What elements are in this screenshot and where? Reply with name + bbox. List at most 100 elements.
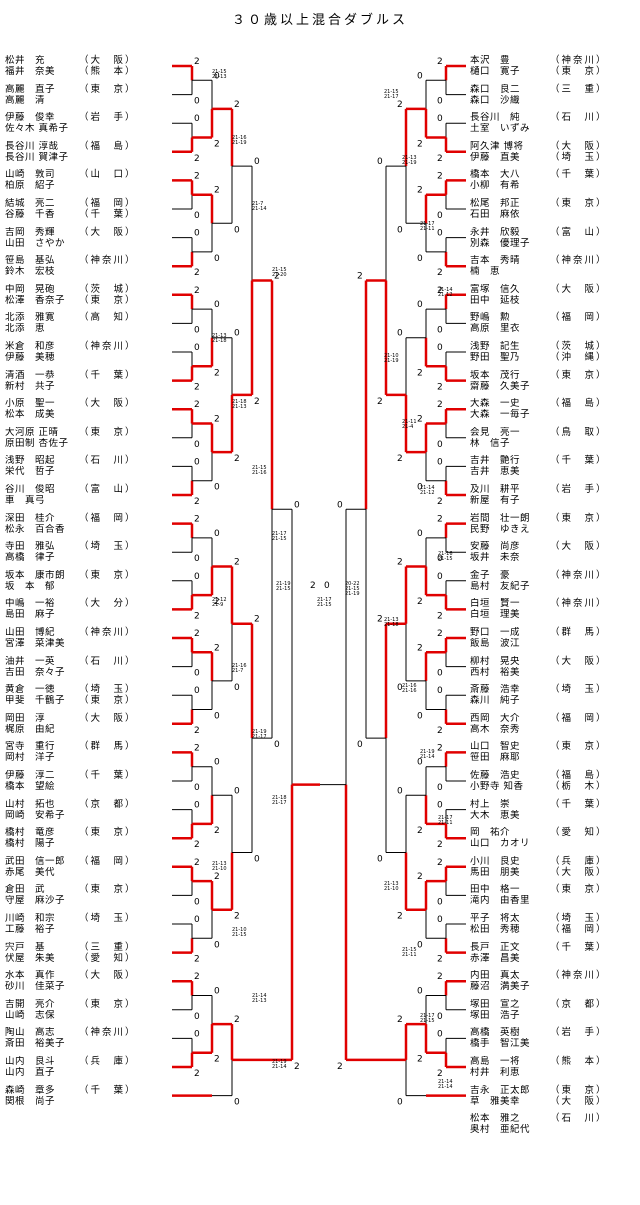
set-count: 2 <box>437 955 443 965</box>
player-name: 水本 真作 <box>5 970 56 982</box>
player-name: 坂 本 郁 <box>5 580 56 592</box>
player-name: 岡 祐介 <box>470 827 511 839</box>
game-score: 21-17 21-11 <box>438 815 453 826</box>
game-score: 21-10 21-15 <box>232 927 247 938</box>
left-entry: 宮寺 重行（群 馬）岡村 洋子 <box>5 741 149 763</box>
set-count: 0 <box>324 581 330 591</box>
player-name: 石田 麻依 <box>470 209 521 220</box>
game-score: 21-19 21-14 <box>420 749 435 760</box>
set-count: 2 <box>417 368 423 378</box>
set-count: 2 <box>194 743 200 753</box>
prefecture: （岩 手） <box>550 1027 608 1039</box>
set-count: 2 <box>337 1062 343 1072</box>
prefecture: （大 阪） <box>550 1095 608 1107</box>
player-name: 吉田 奈々子 <box>5 666 66 678</box>
prefecture: （熊 本） <box>79 66 137 77</box>
game-score: 21-15 21-16 <box>252 465 267 476</box>
set-count: 2 <box>437 972 443 982</box>
prefecture: （東 京） <box>550 884 608 896</box>
prefecture: （大 阪） <box>79 55 137 66</box>
player-name: 村上 崇 <box>470 798 511 810</box>
prefecture <box>79 266 149 277</box>
left-entry: 高麗 直子（東 京）高麗 清 <box>5 84 149 106</box>
prefecture: （埼 玉） <box>79 541 137 553</box>
player-name: 林 信子 <box>470 437 511 449</box>
set-count: 2 <box>214 826 220 836</box>
player-name: 楠 恵 <box>470 266 501 278</box>
set-count: 0 <box>397 329 403 339</box>
set-count: 2 <box>194 497 200 507</box>
prefecture <box>550 209 620 220</box>
set-count: 2 <box>194 629 200 639</box>
prefecture <box>79 867 149 878</box>
player-name: 西岡 大介 <box>470 712 521 724</box>
prefecture: （富 山） <box>79 484 137 495</box>
set-count: 2 <box>437 629 443 639</box>
player-name: 山村 拓也 <box>5 798 56 810</box>
prefecture <box>79 810 149 821</box>
player-name: 坂本 康市朗 <box>5 569 66 581</box>
game-score: 21-16 21-16 <box>402 683 417 694</box>
set-count: 2 <box>310 581 316 591</box>
prefecture <box>550 266 620 277</box>
player-name: 土室 いずみ <box>470 123 531 135</box>
set-count: 2 <box>417 1055 423 1065</box>
right-entry: 及川 耕平（岩 手）新屋 有子 <box>470 484 620 506</box>
set-count: 2 <box>397 100 403 110</box>
player-name: 赤尾 美代 <box>5 866 56 878</box>
prefecture <box>550 695 620 706</box>
player-name: 富塚 信久 <box>470 283 521 295</box>
set-count: 2 <box>234 1015 240 1025</box>
game-score: 21-15 21-13 <box>212 69 227 80</box>
right-entry: 松本 雅之（石 川）奥村 亜紀代 <box>470 1113 620 1135</box>
set-count: 2 <box>194 972 200 982</box>
right-entry: 田中 格一（東 京）滝内 由香里 <box>470 884 620 906</box>
player-name: 清酒 一恭 <box>5 369 56 381</box>
prefecture <box>550 466 620 477</box>
set-count: 0 <box>214 712 220 722</box>
set-count: 2 <box>234 454 240 464</box>
prefecture <box>79 552 149 563</box>
prefecture <box>550 323 620 334</box>
set-count: 0 <box>417 940 423 950</box>
player-name: 吉永 正太郎 <box>470 1084 531 1096</box>
player-name: 吉井 恵美 <box>470 466 521 478</box>
player-name: 吉井 艶行 <box>470 455 521 467</box>
prefecture: （富 山） <box>550 226 608 238</box>
player-name: 北添 雅寛 <box>5 312 56 324</box>
left-entry: 寺田 雅弘（埼 玉）高橋 律子 <box>5 541 149 563</box>
set-count: 2 <box>437 611 443 621</box>
player-name: 岡村 洋子 <box>5 752 56 764</box>
set-count: 2 <box>234 558 240 568</box>
prefecture: （三 重） <box>79 941 137 953</box>
player-name: 黄倉 一徳 <box>5 684 56 696</box>
left-entry: 浅野 昭起（石 川）栄代 哲子 <box>5 455 149 477</box>
game-score: 21-7 21-14 <box>252 201 267 212</box>
player-name: 阿久津 博将 <box>470 140 524 152</box>
set-count: 2 <box>194 268 200 278</box>
set-count: 2 <box>437 1069 443 1079</box>
set-count: 2 <box>214 140 220 150</box>
game-score: 21-15 21-11 <box>402 947 417 958</box>
player-name: 中岡 晃砲 <box>5 283 56 295</box>
player-name: 内田 真太 <box>470 970 521 982</box>
set-count: 0 <box>274 740 280 750</box>
set-count: 0 <box>437 801 443 811</box>
set-count: 0 <box>417 254 423 264</box>
prefecture <box>79 152 149 163</box>
set-count: 2 <box>397 1015 403 1025</box>
set-count: 0 <box>194 897 200 907</box>
player-name: 松本 成美 <box>5 409 56 421</box>
prefecture: （東 京） <box>550 66 608 77</box>
set-count: 0 <box>194 1012 200 1022</box>
player-name: 深田 桂介 <box>5 512 56 524</box>
player-name: 飯島 波江 <box>470 638 521 649</box>
prefecture: （東 京） <box>79 998 137 1010</box>
player-name: 野口 一成 <box>470 627 521 638</box>
player-name: 長谷川 淳哉 <box>5 140 59 152</box>
prefecture <box>79 1067 149 1078</box>
player-name: 民野 ゆきえ <box>470 523 531 535</box>
prefecture <box>79 409 149 420</box>
prefecture <box>550 95 620 106</box>
set-count: 0 <box>214 940 220 950</box>
